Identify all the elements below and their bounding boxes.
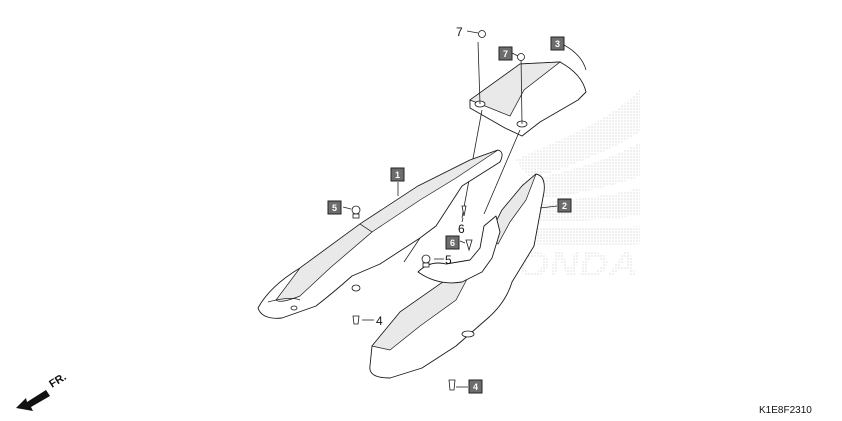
label-part-5-plain: 5 <box>445 253 452 267</box>
label-part-6-plain: 6 <box>458 222 465 236</box>
label-part-4-plain: 4 <box>376 314 383 328</box>
svg-text:7: 7 <box>503 49 508 59</box>
svg-text:3: 3 <box>555 39 560 49</box>
rear-center-cover <box>461 41 587 219</box>
svg-text:4: 4 <box>473 382 478 392</box>
front-direction-label: FR. <box>47 371 68 391</box>
fastener-screws <box>351 30 525 391</box>
svg-text:6: 6 <box>450 238 455 248</box>
label-part-2: 2 <box>557 198 572 213</box>
front-direction-arrow-icon <box>16 390 50 411</box>
svg-text:5: 5 <box>332 203 337 213</box>
label-part-5-boxed: 5 <box>327 200 342 215</box>
label-part-4-boxed: 4 <box>468 379 483 394</box>
leader-lines <box>342 30 587 388</box>
svg-text:1: 1 <box>395 170 400 180</box>
label-part-7-boxed: 7 <box>498 46 513 61</box>
label-part-7-plain: 7 <box>456 25 463 39</box>
svg-text:2: 2 <box>562 201 567 211</box>
diagram-code: K1E8F2310 <box>759 405 812 416</box>
label-part-3: 3 <box>550 36 565 51</box>
honda-wing-watermark <box>515 90 640 246</box>
label-part-1: 1 <box>390 167 405 182</box>
label-part-6-boxed: 6 <box>445 235 460 250</box>
left-body-cover <box>257 149 503 319</box>
right-body-cover <box>369 173 545 379</box>
